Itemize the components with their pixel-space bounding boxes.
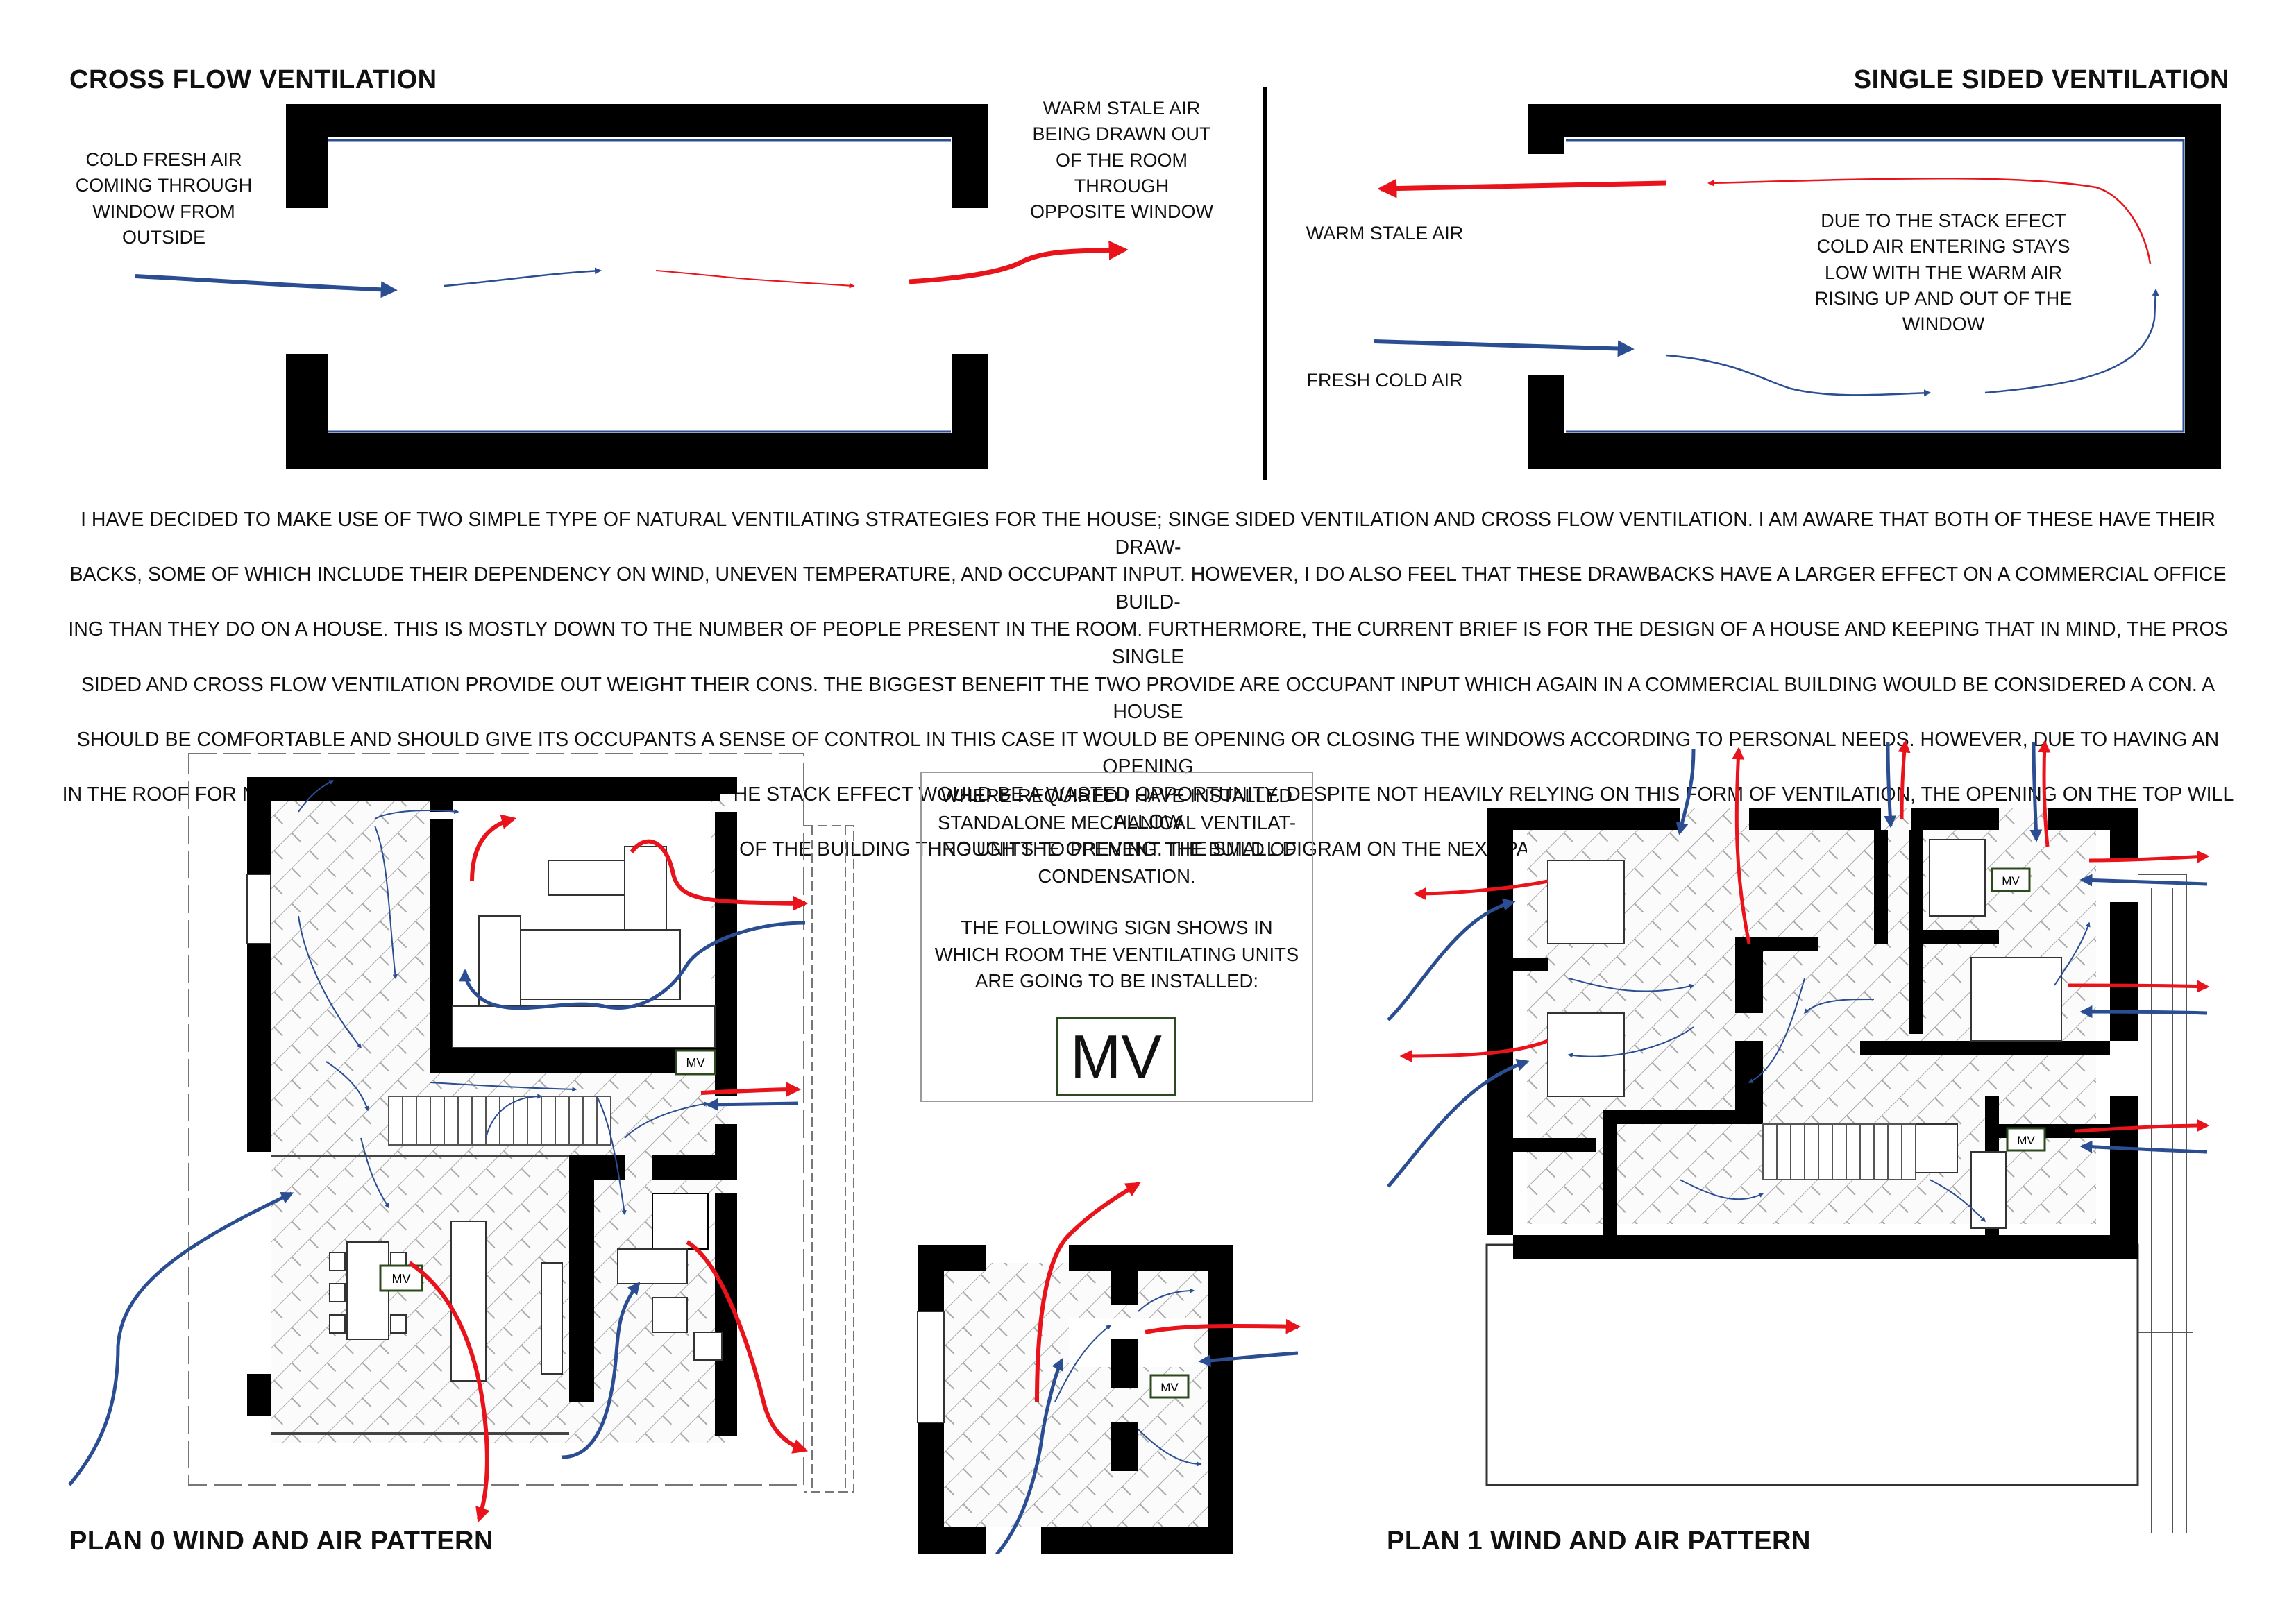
floor-plans: MV MV	[68, 740, 2210, 1554]
plan-1-title: PLAN 1 WIND AND AIR PATTERN	[1387, 1527, 1811, 1556]
mv-info-box: WHERE REQUIRED I HAVE INSTALLED STANDALO…	[920, 772, 1313, 1102]
mv-tag-plan0-wc: MV	[675, 1049, 716, 1076]
ventilation-principle-diagrams	[135, 87, 2221, 480]
svg-text:MV: MV	[2017, 1134, 2035, 1147]
plan1-cold-arrows	[1387, 742, 2208, 1188]
cross-flow-arrows	[135, 240, 1129, 298]
plan-0-title: PLAN 0 WIND AND AIR PATTERN	[69, 1527, 493, 1556]
plan-mezzanine: MV	[917, 1182, 1301, 1554]
plan0-interior-flow	[298, 780, 709, 1216]
plan1-interior-flow	[1567, 921, 2091, 1223]
cross-flow-warm-label: WARM STALE AIR BEING DRAWN OUT OF THE RO…	[1029, 98, 1213, 222]
single-sided-cold-label: FRESH COLD AIR	[1306, 370, 1463, 391]
mezzanine-warm-arrows	[1035, 1182, 1301, 1402]
single-sided-title: SINGLE SIDED VENTILATION	[1853, 65, 2229, 94]
svg-text:MV: MV	[392, 1272, 411, 1286]
cross-flow-title: CROSS FLOW VENTILATION	[69, 65, 437, 94]
mv-tag-mezzanine: MV	[1149, 1374, 1190, 1399]
mezzanine-cold-arrows	[995, 1351, 1299, 1554]
mv-info-text-2: THE FOLLOWING SIGN SHOWS IN WHICH ROOM T…	[934, 917, 1299, 992]
plan1-warm-arrows	[1399, 740, 2210, 1133]
mv-tag-plan0-dining: MV	[379, 1264, 423, 1292]
mv-tag-plan1-bath: MV	[1991, 867, 2031, 892]
mezzanine-interior-flow	[1054, 1288, 1202, 1467]
svg-text:MV: MV	[2002, 874, 2020, 887]
single-sided-arrows	[1374, 178, 2159, 397]
plan-0: MV MV	[68, 753, 854, 1523]
cross-flow-cold-label: COLD FRESH AIR COMING THROUGH WINDOW FRO…	[75, 149, 253, 248]
svg-text:MV: MV	[686, 1056, 705, 1070]
plan0-cold-arrows	[68, 921, 806, 1486]
cross-flow-room-walls	[286, 104, 988, 469]
mv-tag-plan1-ensuite: MV	[2006, 1127, 2046, 1152]
mv-sign: MV	[1056, 1017, 1176, 1096]
single-sided-warm-label: WARM STALE AIR	[1306, 223, 1464, 244]
svg-text:MV: MV	[1160, 1381, 1179, 1394]
plan-1: MV MV	[1387, 740, 2210, 1533]
plan0-warm-arrows	[408, 814, 809, 1523]
stack-effect-label: DUE TO THE STACK EFECT COLD AIR ENTERING…	[1814, 210, 2073, 334]
single-sided-room-walls	[1528, 104, 2221, 469]
mv-info-text-1: WHERE REQUIRED I HAVE INSTALLED STANDALO…	[937, 785, 1297, 887]
